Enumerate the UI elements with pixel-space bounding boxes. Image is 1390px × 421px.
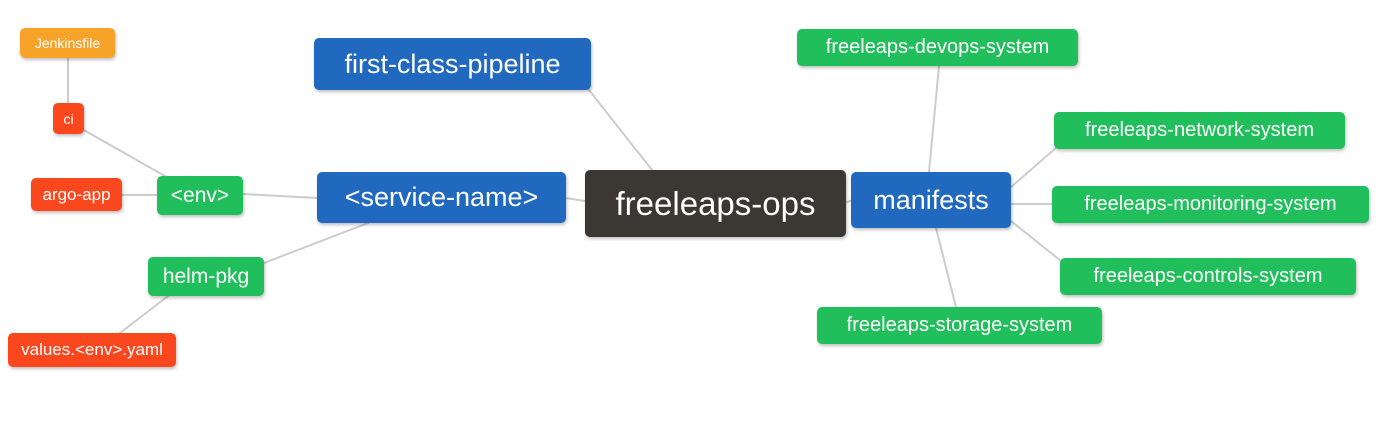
node-freeleaps-network-system[interactable]: freeleaps-network-system [1054,112,1345,149]
edge-manifests-to-freeleaps-devops-system [928,65,940,173]
edge-first-class-pipeline-to-freeleaps-ops [588,89,653,171]
edge-service-name-to-helm-pkg [263,222,369,264]
node-jenkinsfile[interactable]: Jenkinsfile [20,28,115,58]
node-manifests[interactable]: manifests [851,172,1011,228]
node-freeleaps-ops[interactable]: freeleaps-ops [585,170,846,237]
edge-helm-pkg-to-values-env-yaml [119,295,169,334]
node-helm-pkg[interactable]: helm-pkg [148,257,264,296]
node-values-env-yaml[interactable]: values.<env>.yaml [8,333,176,367]
node-service-name[interactable]: <service-name> [317,172,566,223]
node-env[interactable]: <env> [157,176,243,215]
node-freeleaps-monitoring-system[interactable]: freeleaps-monitoring-system [1052,186,1369,223]
edge-manifests-to-freeleaps-network-system [1010,146,1058,188]
node-ci[interactable]: ci [53,103,84,134]
edge-manifests-to-freeleaps-controls-system [1010,220,1062,262]
node-first-class-pipeline[interactable]: first-class-pipeline [314,38,591,90]
edge-manifests-to-freeleaps-storage-system [935,227,957,308]
node-freeleaps-controls-system[interactable]: freeleaps-controls-system [1060,258,1356,295]
edge-env-to-service-name [242,193,318,199]
edge-ci-to-env [81,128,173,181]
node-freeleaps-storage-system[interactable]: freeleaps-storage-system [817,307,1102,344]
edge-service-name-to-freeleaps-ops [565,197,586,202]
node-argo-app[interactable]: argo-app [31,178,122,211]
node-freeleaps-devops-system[interactable]: freeleaps-devops-system [797,29,1078,66]
